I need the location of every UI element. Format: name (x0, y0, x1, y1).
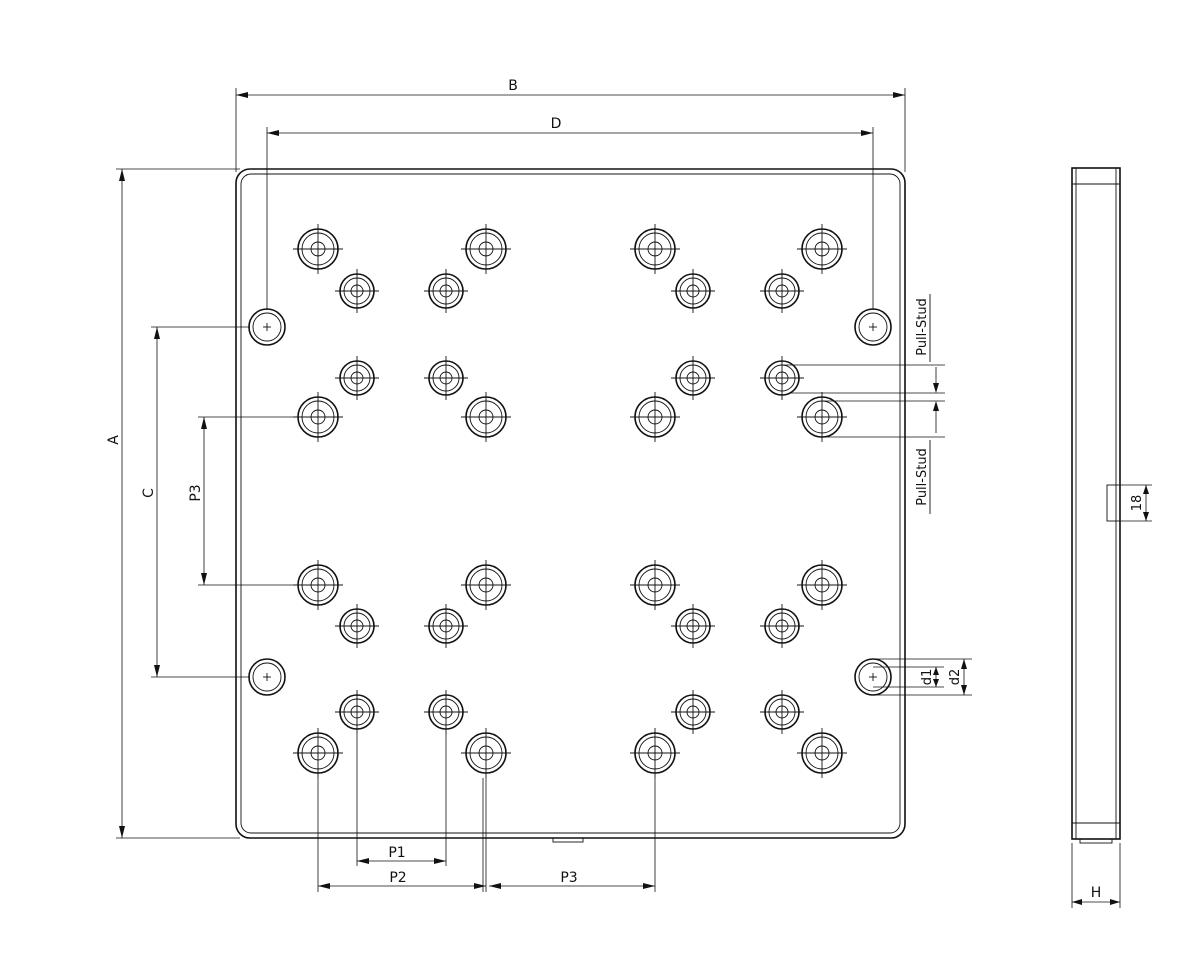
counterbore-hole-icon (796, 391, 848, 443)
counterbore-hole-icon (629, 223, 681, 275)
dimension-b: B (235, 78, 906, 172)
pull-stud-hole-icon (334, 603, 380, 649)
counterbore-hole-icon (629, 727, 681, 779)
label-p3-vertical: P3 (188, 484, 204, 501)
counterbore-hole-icon (796, 223, 848, 275)
pull-stud-hole-icon (334, 355, 380, 401)
label-b: B (508, 78, 518, 94)
pull-stud-hole-icon (423, 689, 469, 735)
counterbore-hole-icon (292, 391, 344, 443)
dimension-a: A (106, 168, 240, 839)
dimension-p3-vertical: P3 (188, 416, 294, 586)
label-h: H (1091, 885, 1102, 901)
counterbore-hole-icon (796, 559, 848, 611)
label-slot-18: 18 (1130, 495, 1145, 512)
label-d: D (551, 116, 562, 132)
dimension-p3-horizontal: P3 (482, 778, 656, 892)
pull-stud-hole-icon (670, 689, 716, 735)
side-slot (1106, 484, 1121, 522)
hole-pattern (248, 223, 892, 779)
counterbore-hole-icon (460, 559, 512, 611)
dimension-p2: P2 (317, 778, 487, 892)
label-pull-stud-top: Pull-Stud (915, 298, 930, 356)
label-p2: P2 (389, 870, 406, 886)
pull-stud-hole-icon (759, 689, 805, 735)
mounting-hole-icon (854, 308, 892, 346)
counterbore-hole-icon (629, 391, 681, 443)
counterbore-hole-icon (460, 223, 512, 275)
plate-front-view (235, 168, 906, 843)
plate-outline (235, 168, 906, 839)
pull-stud-hole-icon (334, 689, 380, 735)
pull-stud-hole-icon (423, 355, 469, 401)
pull-stud-hole-icon (334, 268, 380, 314)
dimension-pull-stud: Pull-Stud Pull-Stud (782, 294, 945, 514)
plate-inner-edge (240, 173, 901, 834)
label-d2: d2 (948, 669, 963, 686)
mounting-hole-icon (248, 308, 286, 346)
label-p3-horizontal: P3 (560, 870, 577, 886)
label-pull-stud-bottom: Pull-Stud (915, 448, 930, 506)
label-d1: d1 (920, 669, 935, 686)
dimension-p1: P1 (356, 734, 447, 866)
counterbore-hole-icon (796, 727, 848, 779)
side-foot (1079, 838, 1113, 844)
pull-stud-hole-icon (423, 603, 469, 649)
mounting-hole-icon (854, 658, 892, 696)
counterbore-hole-icon (292, 223, 344, 275)
mounting-hole-icon (248, 658, 286, 696)
counterbore-hole-icon (292, 559, 344, 611)
counterbore-hole-icon (292, 727, 344, 779)
pull-stud-hole-icon (670, 355, 716, 401)
side-outline (1071, 167, 1121, 840)
label-c: C (141, 488, 157, 498)
dimension-d1-d2: d1 d2 (873, 658, 972, 696)
label-a: A (106, 435, 122, 445)
pull-stud-hole-icon (670, 268, 716, 314)
dimension-d: D (266, 116, 874, 310)
label-p1: P1 (388, 845, 405, 861)
pull-stud-hole-icon (759, 268, 805, 314)
pull-stud-hole-icon (670, 603, 716, 649)
counterbore-hole-icon (460, 391, 512, 443)
pull-stud-hole-icon (423, 268, 469, 314)
counterbore-hole-icon (460, 727, 512, 779)
plate-side-view: 18 H (1071, 167, 1152, 908)
dimension-c: C (141, 326, 250, 678)
pull-stud-hole-icon (759, 603, 805, 649)
plate-notch (552, 837, 584, 843)
counterbore-hole-icon (629, 559, 681, 611)
